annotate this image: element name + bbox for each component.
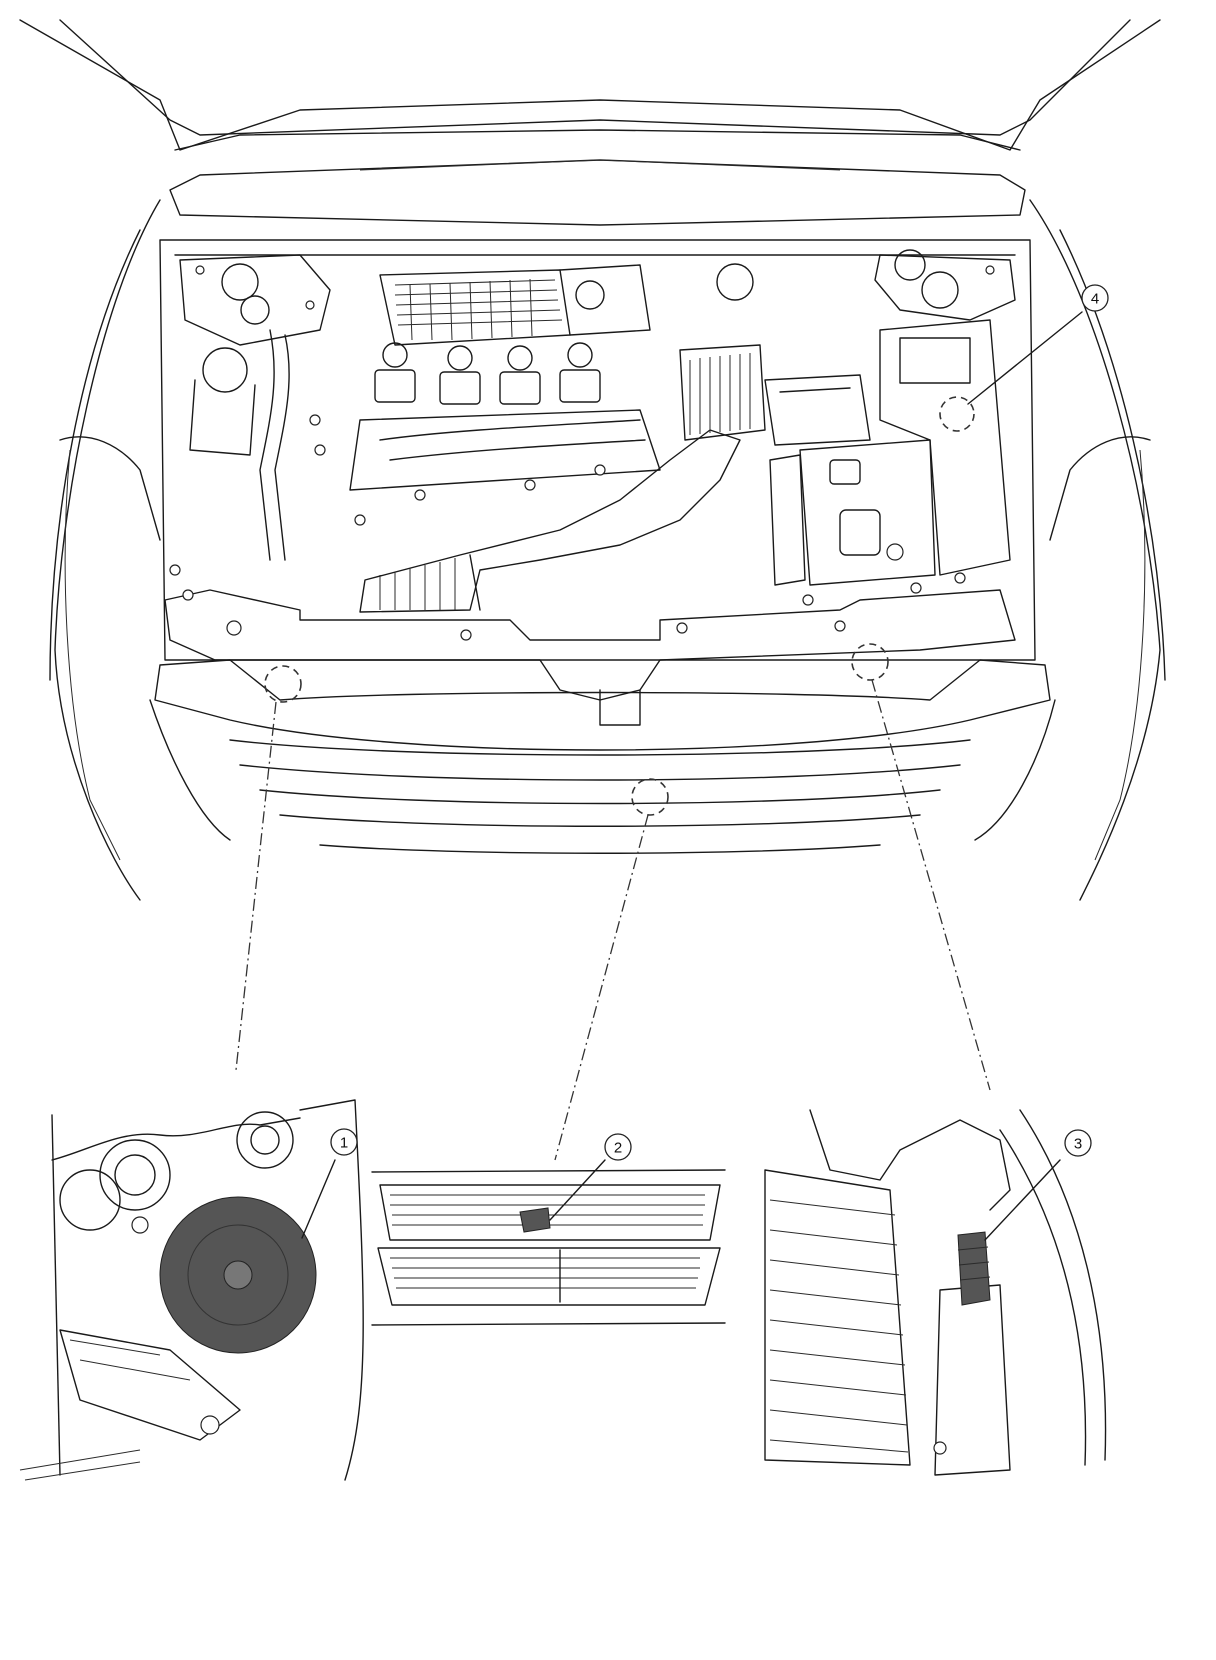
engine-bay-frame — [159, 239, 1036, 661]
location-marker-2 — [631, 778, 669, 816]
detail-view-2: 2 — [371, 1133, 726, 1326]
air-intake-duct — [359, 429, 741, 613]
engine-bay-overview — [19, 19, 1166, 901]
callout-1 — [330, 1128, 358, 1156]
valve-cover — [309, 409, 661, 526]
pressure-sensor — [957, 1231, 991, 1306]
reservoir-left — [189, 329, 290, 561]
detail-view-1: 1 — [19, 1099, 364, 1481]
location-marker-3 — [851, 643, 889, 681]
callout-3 — [1064, 1129, 1092, 1157]
battery — [769, 439, 936, 586]
right-panel — [879, 319, 1011, 576]
intake-plenum — [379, 263, 754, 346]
callout-4-label: 4 — [1091, 291, 1099, 308]
leader-lines — [235, 679, 991, 1161]
callout-4 — [1081, 284, 1109, 312]
ambient-sensor — [519, 1207, 551, 1233]
location-marker-1 — [264, 665, 302, 703]
callout-3-label: 3 — [1074, 1136, 1082, 1153]
strut-tower-right — [874, 249, 1016, 321]
fuse-box — [764, 374, 871, 446]
fender-outlines — [49, 199, 1166, 901]
radiator-support — [164, 564, 1016, 701]
air-filter-box — [679, 344, 766, 441]
callout-2 — [604, 1133, 632, 1161]
callout-2-label: 2 — [614, 1140, 622, 1157]
callout-1-label: 1 — [340, 1135, 348, 1152]
front-bumper-grille — [149, 659, 1056, 854]
callout-4-group: 4 — [967, 284, 1109, 405]
ignition-coils — [374, 342, 601, 405]
hood-outline — [19, 19, 1161, 226]
detail-view-3: 3 — [764, 1109, 1107, 1476]
strut-tower-left — [179, 254, 331, 346]
